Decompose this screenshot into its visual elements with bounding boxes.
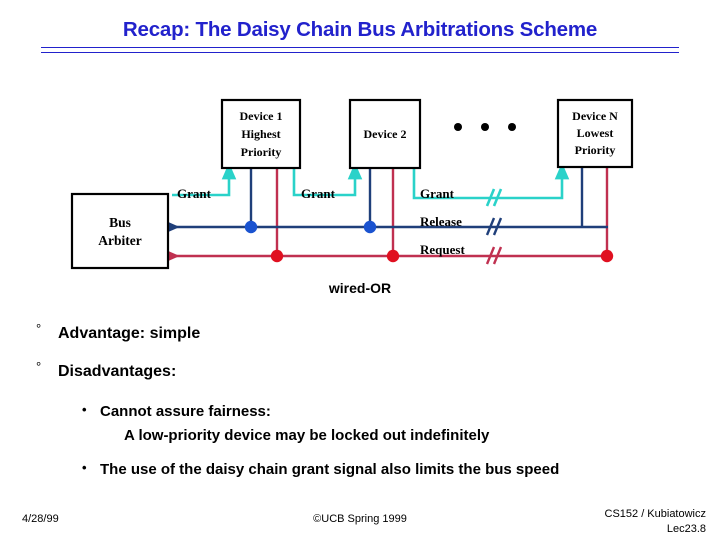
grant-break-mark [485,188,503,207]
list-item-fairness-text: Cannot assure fairness: [100,402,271,420]
release-bus-line [164,168,608,236]
list-item-advantage: ° Advantage: simple [0,321,720,343]
release-break-mark [485,217,503,236]
device-1-label-line2: Highest [241,127,280,141]
footer-course-info: CS152 / Kubiatowicz Lec23.8 [605,507,707,537]
device-n-box[interactable]: Device N Lowest Priority [556,98,634,169]
bullet-glyph-dot-1: • [82,401,87,417]
footer-course: CS152 / Kubiatowicz [604,508,707,520]
footer-copyright: ©UCB Spring 1999 [313,513,407,525]
daisy-chain-diagram: Bus Arbiter Device 1 Highest Priority De… [0,88,720,303]
title-underline-rule [41,47,679,53]
request-break-mark [485,246,503,265]
list-item-disadvantages-text: Disadvantages: [58,363,177,381]
footer-date: 4/28/99 [22,513,59,525]
grant-label-1: Grant [177,186,212,201]
device-2-box[interactable]: Device 2 [348,98,422,170]
bullet-glyph-degree-2: ° [36,359,42,375]
list-item-fairness: • Cannot assure fairness: [0,402,720,422]
bus-arbiter-label-line1: Bus [109,215,131,230]
bus-arbiter-label-line2: Arbiter [98,233,141,248]
release-tap-dot-2 [363,220,377,234]
list-item-bus-speed: • The use of the daisy chain grant signa… [0,460,720,480]
footer-lecture-number: Lec23.8 [666,522,706,535]
release-tap-dot-1 [244,220,258,234]
list-item-fairness-detail: A low-priority device may be locked out … [124,427,490,445]
grant-segment-1 [172,162,237,197]
grant-segment-2 [292,162,363,197]
device-2-label-line1: Device 2 [364,127,407,141]
request-label: Request [420,242,465,257]
bus-arbiter-box[interactable]: Bus Arbiter [70,192,170,270]
request-tap-dot-1 [270,249,284,263]
wired-or-caption: wired-OR [328,280,392,296]
device-n-label-line3: Priority [575,143,616,157]
grant-chain-line [172,162,570,207]
page-title: Recap: The Daisy Chain Bus Arbitrations … [122,18,598,41]
list-item-disadvantages: ° Disadvantages: [0,359,720,381]
bullet-glyph-dot-2: • [82,459,87,475]
request-tap-dot-3 [600,249,614,263]
body-bullet-list: ° Advantage: simple ° Disadvantages: • C… [0,321,720,484]
grant-segment-3 [412,162,570,200]
bullet-glyph-degree-1: ° [36,321,42,336]
request-tap-dot-2 [386,249,400,263]
device-1-box[interactable]: Device 1 Highest Priority [220,98,302,170]
ellipsis-dots [454,123,516,131]
list-item-advantage-text: Advantage: simple [58,325,201,342]
release-label: Release [420,214,462,229]
device-n-label-line1: Device N [572,109,618,123]
slide-footer: 4/28/99 ©UCB Spring 1999 CS152 / Kubiato… [0,505,720,540]
device-n-label-line2: Lowest [577,126,614,140]
device-1-label-line1: Device 1 [240,109,283,123]
grant-label-2: Grant [301,186,336,201]
request-bus-line [164,168,614,265]
list-item-bus-speed-text: The use of the daisy chain grant signal … [100,460,560,478]
grant-label-3: Grant [420,186,455,201]
device-1-label-line3: Priority [241,145,282,159]
